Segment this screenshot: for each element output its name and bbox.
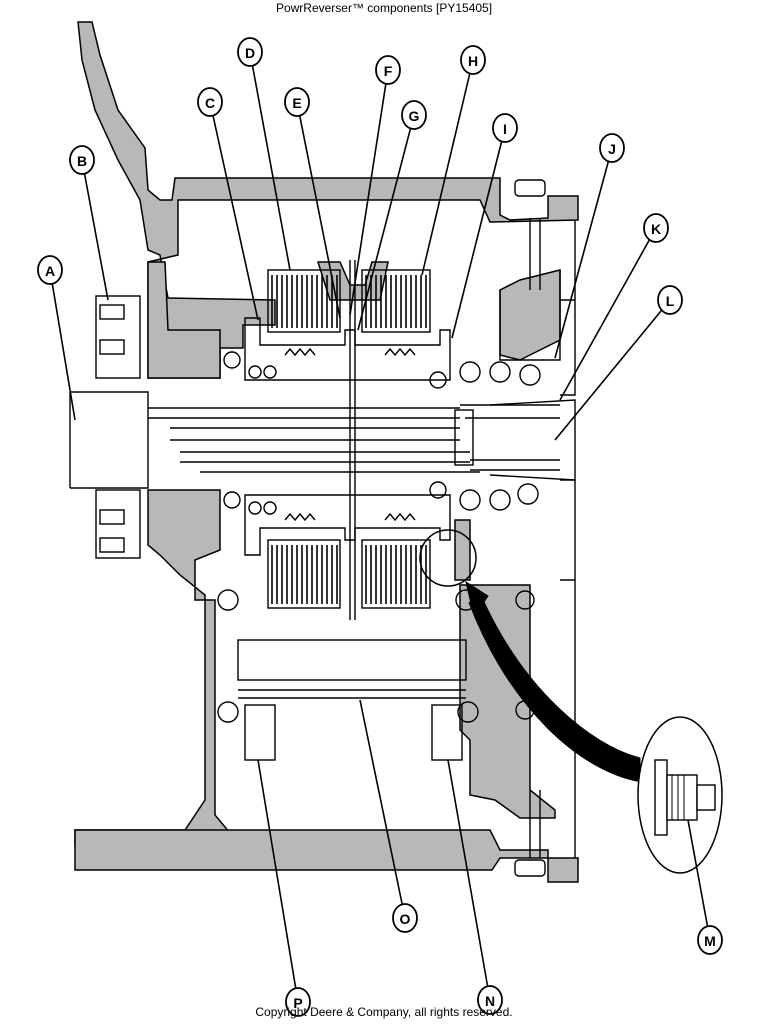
leader-line-k	[559, 227, 657, 401]
callout-letter: I	[503, 121, 507, 137]
callout-e: E	[284, 87, 310, 117]
callout-g: G	[401, 100, 427, 130]
callout-letter: B	[77, 153, 87, 169]
callout-bubble	[237, 37, 263, 67]
callout-p: P	[285, 987, 311, 1017]
transmission-housing	[74, 21, 579, 883]
callout-bubble	[492, 113, 518, 143]
callout-h: H	[460, 45, 486, 75]
leader-line-o	[359, 699, 406, 919]
callout-letter: L	[666, 293, 675, 309]
callout-bubble	[69, 145, 95, 175]
leader-line-c	[209, 101, 259, 321]
callout-bubble	[392, 903, 418, 933]
leader-line-b	[81, 159, 109, 301]
callout-bubble	[697, 925, 723, 955]
clutch-pack-upper-left	[267, 269, 341, 333]
callout-letter: D	[245, 45, 255, 61]
callout-bubble	[477, 985, 503, 1015]
callout-f: F	[375, 55, 401, 85]
leader-line-m	[687, 819, 711, 941]
callout-labels: A B C D E F G H I J K L M N O P	[37, 37, 723, 1017]
callout-bubble	[401, 100, 427, 130]
callout-n: N	[477, 985, 503, 1015]
clutch-pack-lower-right	[361, 539, 431, 609]
callout-a: A	[37, 255, 63, 285]
countershaft	[237, 639, 467, 681]
copyright-notice: Copyright Deere & Company, all rights re…	[255, 1005, 513, 1019]
callout-bubble	[285, 987, 311, 1017]
input-shaft	[70, 391, 149, 489]
leader-line-e	[296, 101, 341, 319]
housing-bottom-bar	[74, 829, 579, 883]
leader-line-i	[451, 127, 506, 339]
callout-letter: M	[704, 933, 716, 949]
callout-bubble	[599, 133, 625, 163]
callout-bubble	[657, 285, 683, 315]
callout-d: D	[237, 37, 263, 67]
housing-top-arm	[77, 21, 579, 379]
page-title: PowrReverser™ components [PY15405]	[275, 1, 493, 15]
callout-letter: O	[400, 911, 411, 927]
leader-line-n	[447, 759, 491, 1001]
leader-line-g	[357, 114, 415, 331]
bearing-carrier-n	[431, 704, 463, 761]
clutch-pack-upper-right	[361, 269, 431, 333]
callout-j: J	[599, 133, 625, 163]
leader-line-j	[554, 147, 613, 359]
callout-letter: J	[608, 141, 616, 157]
callout-bubble	[284, 87, 310, 117]
callout-l: L	[657, 285, 683, 315]
housing-center-lower	[454, 519, 471, 581]
callout-bubble	[375, 55, 401, 85]
leader-line-f	[349, 69, 389, 316]
callout-leaders	[49, 51, 711, 1003]
leader-line-p	[257, 759, 299, 1003]
housing-right-lower	[459, 584, 556, 819]
coupling-b-lower	[95, 489, 141, 559]
callout-letter: P	[293, 995, 302, 1011]
detail-arrow-band	[468, 597, 642, 782]
bearing-carrier-p	[244, 704, 276, 761]
callout-bubble	[643, 213, 669, 243]
callout-bubble	[197, 87, 223, 117]
clutch-pack-lower-left	[267, 539, 341, 609]
detail-m-magnifier	[637, 716, 723, 874]
callout-letter: A	[45, 263, 55, 279]
callout-bubble	[460, 45, 486, 75]
callout-bubble	[37, 255, 63, 285]
callout-o: O	[392, 903, 418, 933]
callout-letter: F	[384, 63, 393, 79]
callout-c: C	[197, 87, 223, 117]
callout-k: K	[643, 213, 669, 243]
callout-letter: E	[292, 95, 301, 111]
leader-line-h	[421, 59, 474, 276]
shaft-assembly	[69, 179, 576, 877]
housing-hub-upper	[147, 261, 221, 379]
callout-letter: K	[651, 221, 661, 237]
callout-m: M	[697, 925, 723, 955]
clutch-plates	[271, 275, 427, 604]
callout-i: I	[492, 113, 518, 143]
callout-letter: N	[485, 993, 495, 1009]
coupling-b-upper	[95, 295, 141, 379]
detail-highlight-circle	[419, 529, 477, 587]
leader-line-a	[49, 269, 76, 421]
housing-right-upper	[499, 269, 561, 361]
callout-b: B	[69, 145, 95, 175]
leader-line-l	[554, 299, 671, 441]
leader-line-d	[249, 51, 291, 271]
callout-letter: C	[205, 95, 215, 111]
callout-letter: G	[409, 108, 420, 124]
callout-letter: H	[468, 53, 478, 69]
